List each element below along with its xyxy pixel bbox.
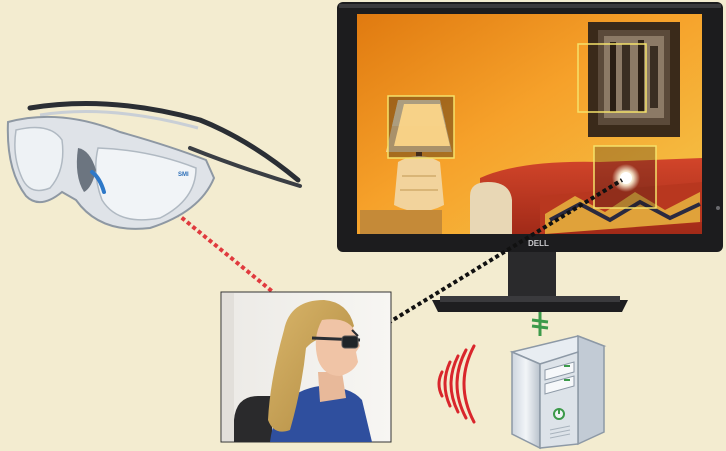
wireless-signal-icon bbox=[437, 344, 476, 424]
person-photo-icon bbox=[220, 291, 392, 443]
fixation-box-picture bbox=[577, 43, 647, 113]
computer-tower-icon bbox=[509, 334, 607, 450]
sofa bbox=[470, 158, 702, 234]
monitor-brand-logo: DELL bbox=[528, 239, 549, 248]
eye-tracking-glasses-icon: SMI bbox=[6, 101, 302, 230]
monitor-to-computer-cable bbox=[531, 312, 549, 336]
monitor-power-led bbox=[716, 206, 720, 210]
gaze-line-eye-to-screen bbox=[350, 178, 624, 347]
monitor-stand-base bbox=[432, 300, 628, 312]
monitor-screen bbox=[357, 14, 702, 234]
monitor: DELL bbox=[337, 2, 723, 312]
glasses-brand-logo: SMI bbox=[178, 172, 189, 178]
